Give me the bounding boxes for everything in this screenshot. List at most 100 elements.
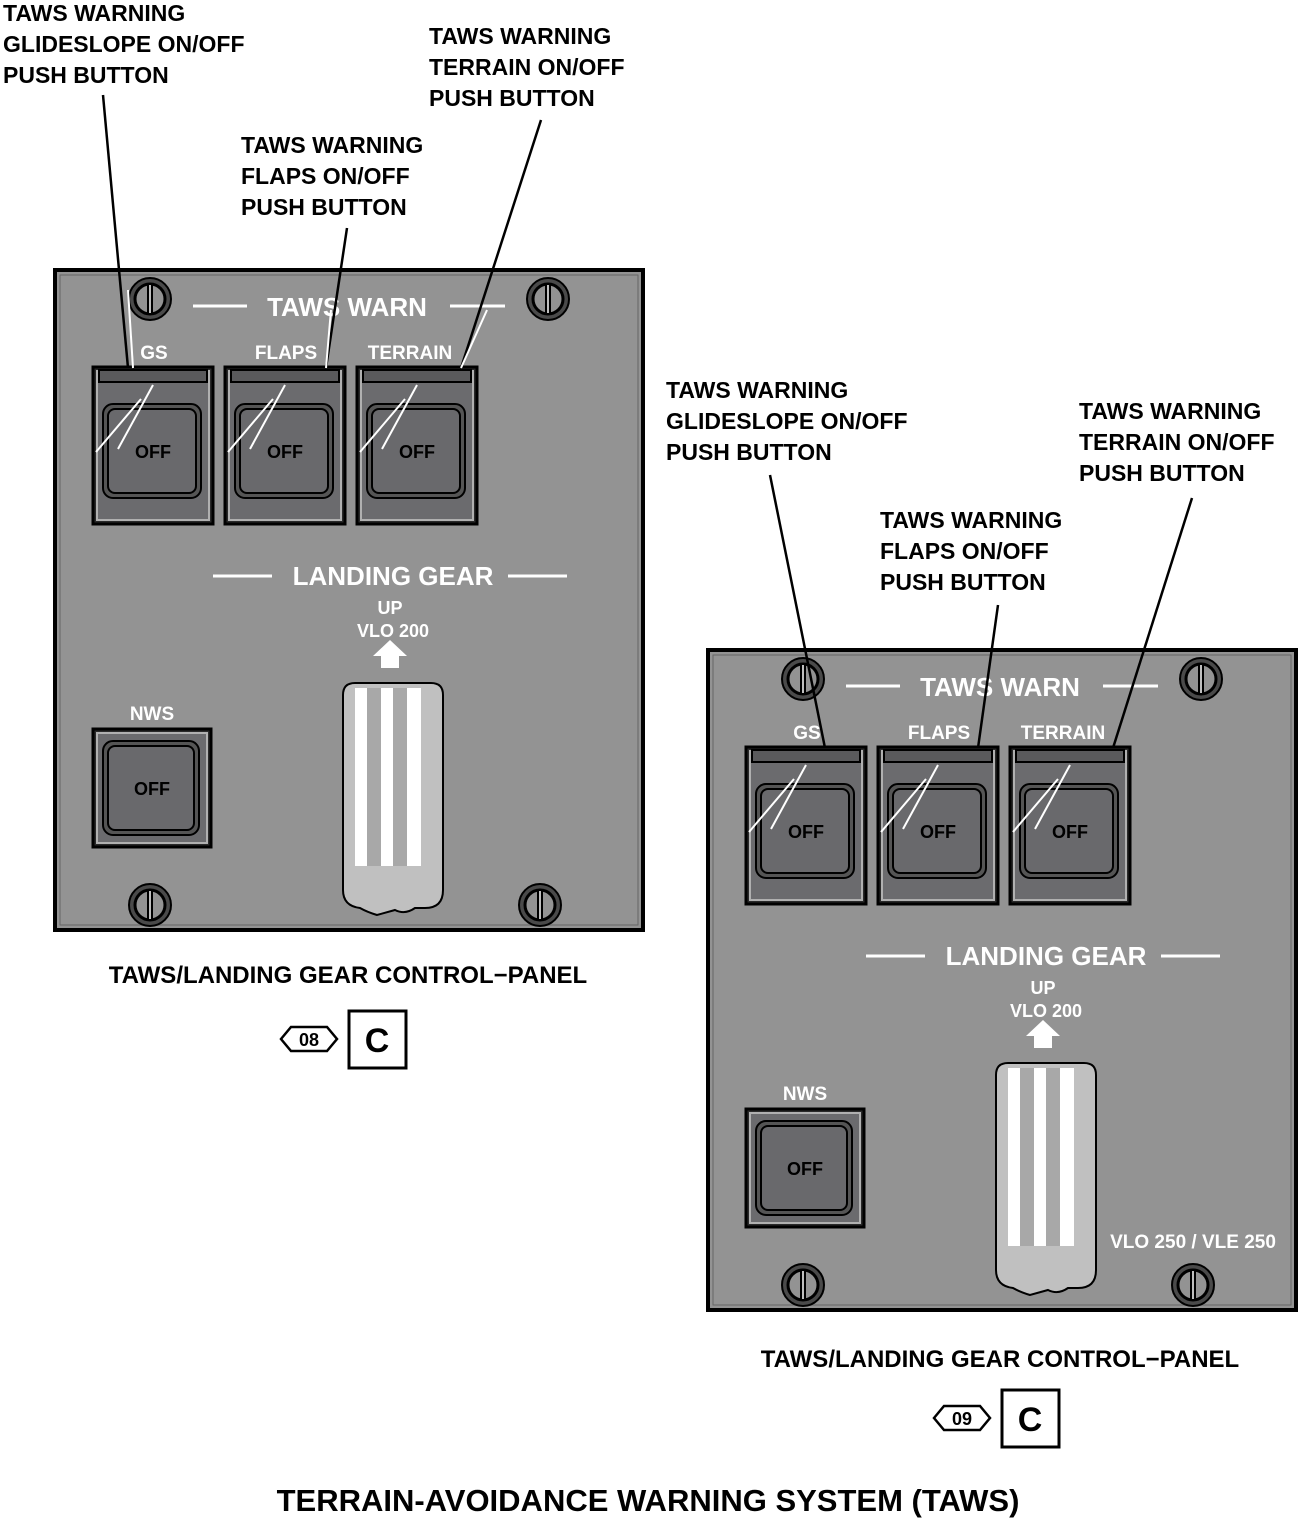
button-label: FLAPS bbox=[255, 343, 317, 364]
code-box-frame bbox=[1000, 1388, 1061, 1449]
arrow-up-icon bbox=[373, 640, 407, 668]
effectivity-number: 08 bbox=[299, 1030, 319, 1050]
up-label: UP bbox=[377, 598, 402, 618]
glare-line bbox=[880, 778, 927, 833]
screw-icon bbox=[1179, 657, 1223, 701]
control-panel-09: TAWS WARNGSOFFFLAPSOFFTERRAINOFFLANDING … bbox=[706, 648, 1298, 1312]
nws-off-button[interactable]: OFF bbox=[744, 1107, 866, 1229]
effectivity-number: 09 bbox=[952, 1409, 972, 1429]
screw-icon bbox=[518, 883, 562, 927]
glare-line bbox=[748, 778, 795, 833]
glare-line bbox=[770, 764, 807, 830]
button-indicator-strip bbox=[362, 369, 472, 383]
button-state-text: OFF bbox=[399, 442, 435, 462]
effectivity-badge: 09 bbox=[932, 1404, 992, 1432]
hexagon-icon bbox=[932, 1404, 992, 1432]
glare-line bbox=[249, 384, 286, 450]
leader-line bbox=[1111, 497, 1194, 749]
button-indicator-strip bbox=[883, 749, 993, 763]
effectivity-badge: 08 bbox=[279, 1025, 339, 1053]
button-face bbox=[760, 1125, 848, 1211]
up-label: UP bbox=[1030, 978, 1055, 998]
screw-icon bbox=[128, 883, 172, 927]
callout-text: TAWS WARNING bbox=[429, 23, 611, 49]
callout-text: TERRAIN ON/OFF bbox=[429, 54, 625, 80]
lever-groove bbox=[1046, 1068, 1060, 1246]
glare-line bbox=[117, 384, 154, 450]
button-label: GS bbox=[140, 343, 167, 364]
leader-line bbox=[459, 119, 543, 369]
button-indicator-strip bbox=[751, 749, 861, 763]
nws-label: NWS bbox=[130, 704, 174, 725]
taws-terrain-off-button[interactable]: OFF bbox=[1008, 745, 1132, 906]
callout-text: TAWS WARNING bbox=[666, 377, 848, 403]
figure-title: TERRAIN-AVOIDANCE WARNING SYSTEM (TAWS) bbox=[277, 1483, 1020, 1518]
button-state-text: OFF bbox=[134, 779, 170, 799]
button-label: TERRAIN bbox=[368, 343, 452, 364]
button-face bbox=[107, 408, 197, 494]
vlo-label: VLO 200 bbox=[1010, 1001, 1082, 1021]
glare-line bbox=[227, 398, 274, 453]
code-box: C bbox=[1000, 1388, 1061, 1449]
screw-icon bbox=[128, 277, 172, 321]
panel-caption: TAWS/LANDING GEAR CONTROL−PANEL bbox=[761, 1346, 1239, 1373]
callout-text: GLIDESLOPE ON/OFF bbox=[3, 31, 245, 57]
code-letter: C bbox=[1018, 1401, 1043, 1439]
arrow-up-icon bbox=[1026, 1020, 1060, 1048]
taws-warn-header: TAWS WARN bbox=[920, 672, 1080, 702]
leader-line bbox=[324, 227, 349, 369]
button-label: TERRAIN bbox=[1021, 723, 1105, 744]
taws-terrain-off-button[interactable]: OFF bbox=[355, 365, 479, 526]
button-state-text: OFF bbox=[788, 822, 824, 842]
button-face bbox=[1024, 788, 1114, 874]
taws-flaps-off-button[interactable]: OFF bbox=[876, 745, 1000, 906]
lever-stripe bbox=[1060, 1068, 1074, 1246]
button-state-text: OFF bbox=[920, 822, 956, 842]
control-panel-08: TAWS WARNGSOFFFLAPSOFFTERRAINOFFLANDING … bbox=[53, 268, 645, 932]
panel-inner-edge bbox=[59, 274, 639, 926]
taws-flaps-off-button[interactable]: OFF bbox=[223, 365, 347, 526]
callout-text: TAWS WARNING bbox=[1079, 398, 1261, 424]
callout-text: TAWS WARNING bbox=[880, 507, 1062, 533]
panel-caption: TAWS/LANDING GEAR CONTROL−PANEL bbox=[109, 962, 587, 989]
landing-gear-lever[interactable] bbox=[995, 1062, 1097, 1297]
landing-gear-header: LANDING GEAR bbox=[293, 561, 494, 591]
button-state-text: OFF bbox=[267, 442, 303, 462]
taws-gs-off-button[interactable]: OFF bbox=[91, 365, 215, 526]
lever-stripe bbox=[381, 688, 393, 866]
button-indicator-strip bbox=[1015, 749, 1125, 763]
glare-line bbox=[1034, 764, 1071, 830]
landing-gear-header: LANDING GEAR bbox=[946, 941, 1147, 971]
button-state-text: OFF bbox=[787, 1159, 823, 1179]
landing-gear-lever[interactable] bbox=[342, 682, 444, 917]
button-face bbox=[239, 408, 329, 494]
lever-groove bbox=[367, 688, 381, 866]
screw-icon bbox=[781, 657, 825, 701]
button-indicator-strip bbox=[98, 369, 208, 383]
glare-line bbox=[359, 398, 406, 453]
button-face bbox=[371, 408, 461, 494]
leader-line-on-panel bbox=[460, 309, 488, 369]
button-face bbox=[107, 745, 195, 831]
callout-text: PUSH BUTTON bbox=[429, 85, 595, 111]
button-label: FLAPS bbox=[908, 723, 970, 744]
glare-line bbox=[902, 764, 939, 830]
panel-inner-edge bbox=[712, 654, 1292, 1306]
callout-text: FLAPS ON/OFF bbox=[241, 163, 410, 189]
nws-off-button[interactable]: OFF bbox=[91, 727, 213, 849]
screw-icon bbox=[781, 1263, 825, 1307]
callout-text: FLAPS ON/OFF bbox=[880, 538, 1049, 564]
button-face bbox=[760, 788, 850, 874]
lever-stripe bbox=[355, 688, 369, 866]
glare-line bbox=[95, 398, 142, 453]
lever-groove bbox=[393, 688, 407, 866]
lever-stripe bbox=[1008, 1068, 1022, 1246]
button-state-text: OFF bbox=[135, 442, 171, 462]
taws-gs-off-button[interactable]: OFF bbox=[744, 745, 868, 906]
callout-text: TERRAIN ON/OFF bbox=[1079, 429, 1275, 455]
